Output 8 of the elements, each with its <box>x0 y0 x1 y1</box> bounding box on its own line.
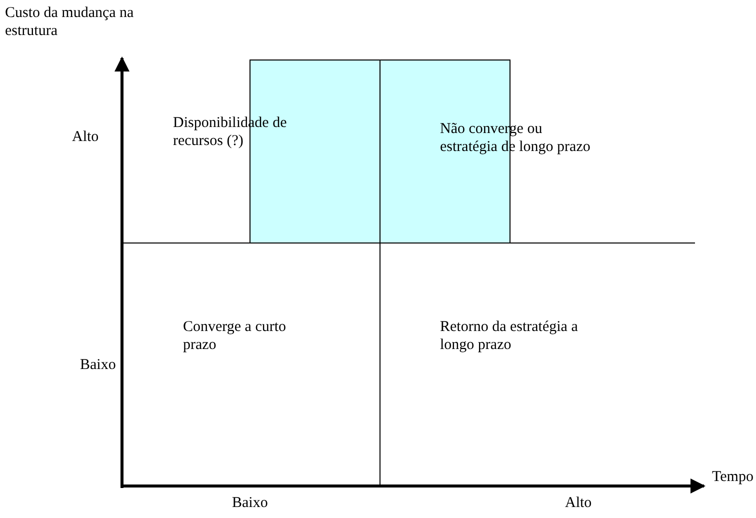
quadrant-label: Converge a curto prazo <box>183 318 288 354</box>
axis-tick-label: Baixo <box>232 494 268 512</box>
axis-title: Custo da mudança na estrutura <box>5 4 135 40</box>
quadrant-label: Retorno da estratégia a longo prazo <box>440 318 579 354</box>
axis-tick-label: Alto <box>565 494 592 512</box>
axis-title: Tempo <box>712 468 754 486</box>
axis-tick-label: Alto <box>72 128 99 146</box>
axis-tick-label: Baixo <box>80 356 116 374</box>
